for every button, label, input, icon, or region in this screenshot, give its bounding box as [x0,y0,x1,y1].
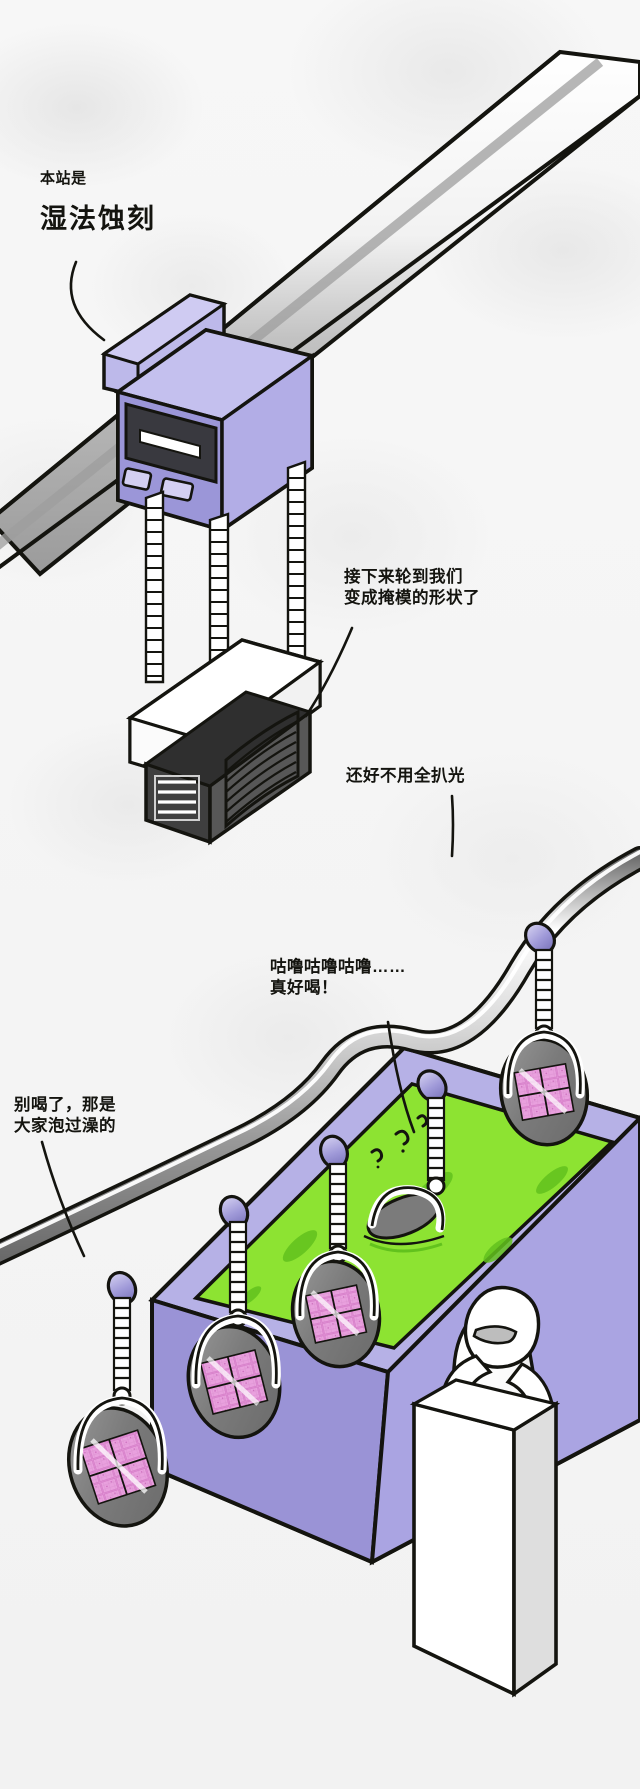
overhead-rail [0,49,640,577]
caption-not-all-off: 还好不用全扒光 [346,767,465,785]
white-box [409,1378,561,1698]
leader-not-all-off [450,794,455,858]
caption-station-name: 湿法蚀刻 [40,204,156,234]
leader-next-turn [304,626,354,718]
question-mark-doodles [370,1114,429,1169]
caption-leader-lines [40,260,455,1258]
leader-stop-drinking [40,1140,86,1258]
wafer-carrier [66,1296,170,1528]
wafer-carrier [290,1162,382,1369]
chamber-module [142,690,314,846]
wafer-carrier [186,1220,282,1440]
wafer-carrier [498,948,590,1147]
leader-wet-etch [69,260,106,342]
caption-next-turn: 接下来轮到我们 变成掩模的形状了 [344,568,480,607]
wafer-carrier-dunked [363,1096,446,1253]
caption-station-prefix: 本站是 [40,170,87,187]
caption-stop-drinking: 别喝了，那是 大家泡过澡的 [14,1096,116,1135]
leader-glug [386,1020,416,1134]
caption-glug: 咕噜咕噜咕噜…… 真好喝！ [270,958,406,997]
etch-tool-head [100,293,317,534]
